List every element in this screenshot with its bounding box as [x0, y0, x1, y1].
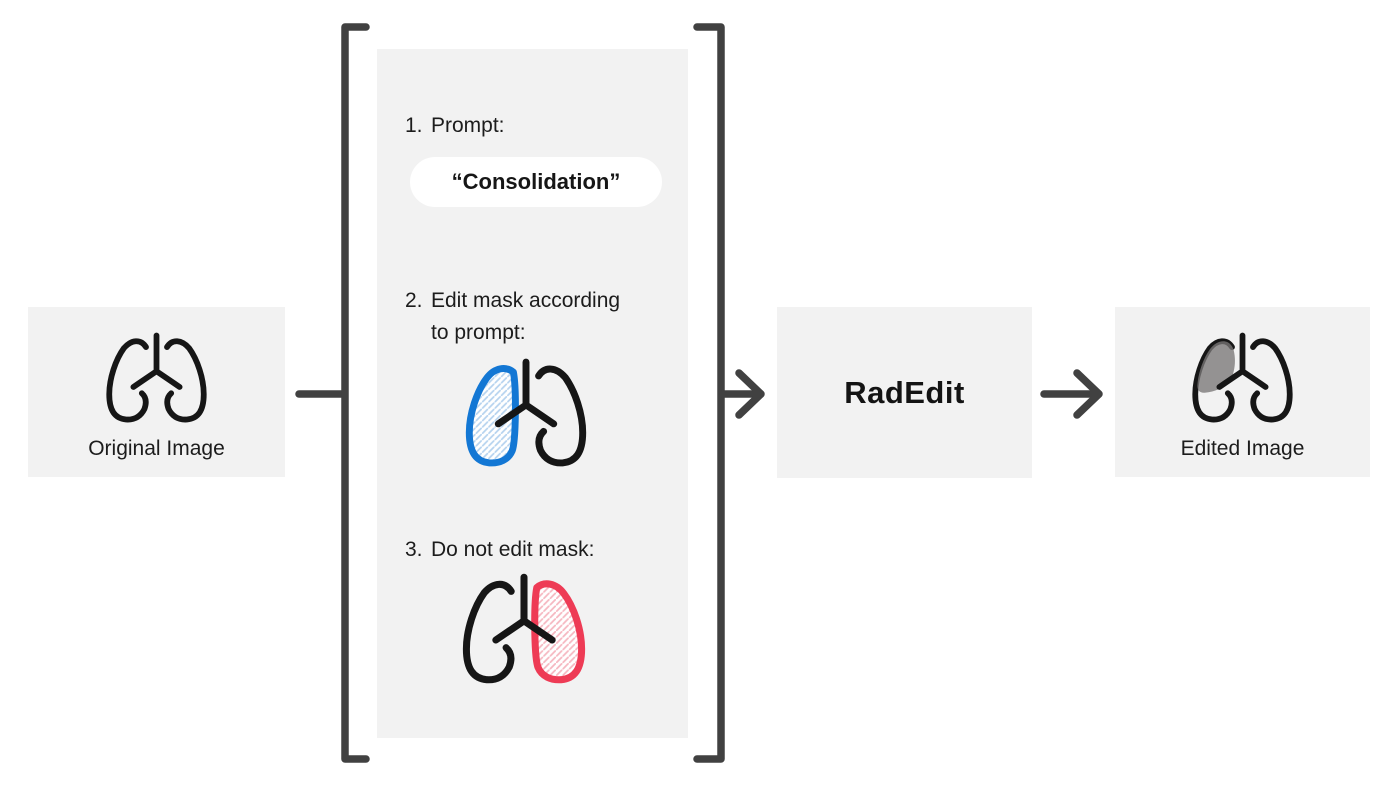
lungs-keep-mask-icon [462, 573, 586, 684]
edited-image-box: Edited Image [1115, 307, 1370, 477]
step-number: 1. [405, 114, 423, 137]
step-prompt: 1. Prompt: [405, 110, 505, 142]
edited-region-blob [1197, 341, 1235, 393]
step-label: Prompt: [431, 114, 505, 137]
step-number: 2. [405, 289, 423, 312]
original-image-label: Original Image [88, 437, 225, 460]
original-image-box: Original Image [28, 307, 285, 477]
lungs-edit-mask-icon [465, 358, 587, 467]
arrow-right-icon [719, 369, 765, 419]
step-edit-mask: 2. Edit mask according to prompt: [405, 285, 643, 349]
keep-mask-region [531, 580, 586, 684]
lungs-icon [106, 332, 207, 423]
edit-mask-region [465, 365, 519, 467]
bracket-left [341, 23, 370, 763]
bracket-right [693, 23, 725, 763]
prompt-text: “Consolidation” [451, 169, 621, 194]
step-label: Edit mask according to prompt: [431, 289, 621, 344]
step-keep-mask: 3. Do not edit mask: [405, 534, 594, 566]
lungs-edited-icon [1192, 332, 1293, 423]
edited-image-label: Edited Image [1180, 437, 1305, 460]
arrow-right-icon [1040, 369, 1103, 419]
edit-steps-panel: 1. Prompt: “Consolidation” 2. Edit mask … [377, 49, 688, 738]
step-label: Do not edit mask: [431, 538, 595, 561]
radedit-model-box: RadEdit [777, 307, 1032, 478]
prompt-pill: “Consolidation” [410, 157, 662, 207]
step-number: 3. [405, 538, 423, 561]
radedit-label: RadEdit [844, 374, 965, 410]
